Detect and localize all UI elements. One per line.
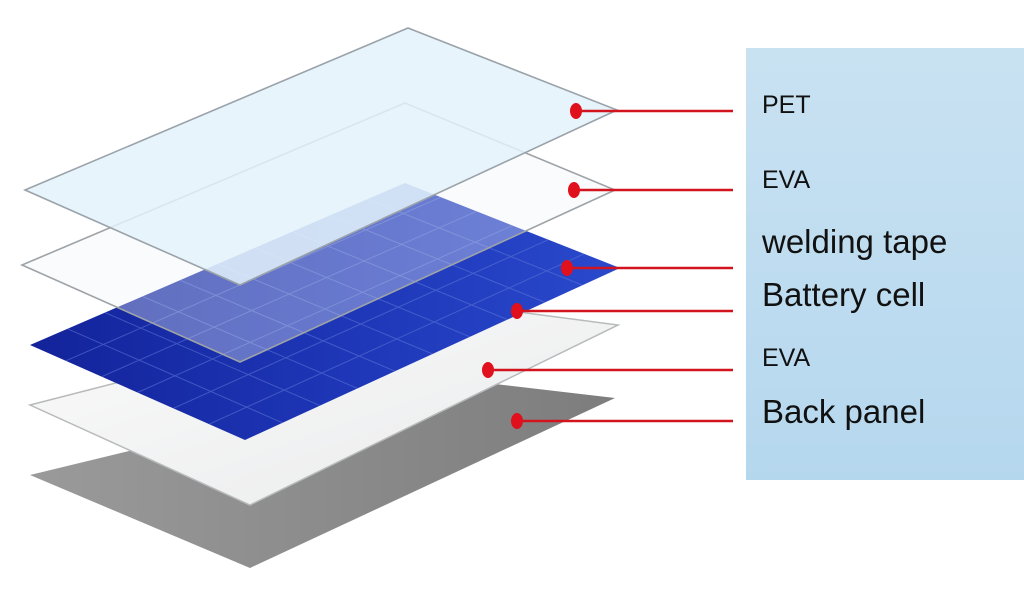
label-battery-cell: Battery cell (762, 276, 926, 313)
label-panel (746, 48, 1024, 480)
battery-cell-leader-dot (511, 303, 523, 319)
back-panel-layer (30, 377, 615, 568)
cell-grid-line (137, 225, 513, 393)
label-eva-top: EVA (762, 166, 811, 194)
cell-grid-line (208, 253, 585, 425)
back-panel-leader-dot (511, 413, 523, 429)
leader-lines (488, 109, 733, 423)
cell-grid-line (173, 239, 549, 409)
battery-cell-layer (30, 183, 620, 440)
label-welding-tape: welding tape (762, 223, 948, 260)
label-pet: PET (762, 91, 811, 119)
label-eva-bottom: EVA (762, 344, 811, 372)
label-back-panel: Back panel (762, 393, 926, 430)
welding-tape-leader-dot (561, 260, 573, 276)
leader-dots (482, 103, 582, 429)
eva-top-leader-dot (568, 182, 580, 198)
pet-leader-dot (570, 103, 582, 119)
eva-bottom-leader-dot (482, 362, 494, 378)
cell-grid-line (101, 210, 477, 378)
